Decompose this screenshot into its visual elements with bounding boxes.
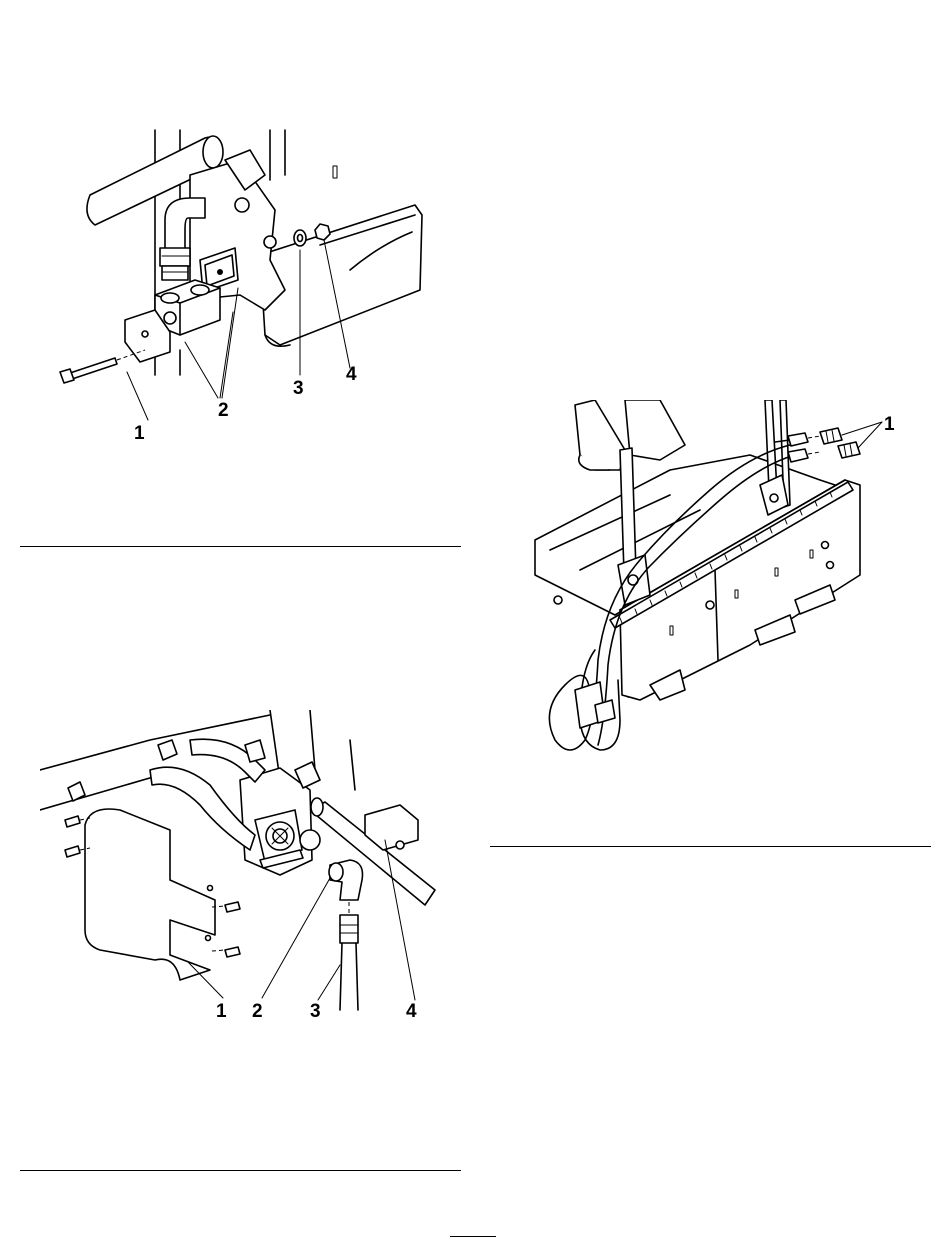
section-divider-right-1: [490, 846, 931, 847]
figure-3-valve-guard: 1 2 3 4: [40, 710, 440, 1045]
figure-1-callout-4: 4: [346, 364, 357, 385]
figure-3-illustration: 1 2 3 4: [40, 710, 440, 1045]
section-divider-left-1: [20, 546, 461, 547]
figure-1-callout-2: 2: [218, 400, 229, 421]
figure-3-callout-3: 3: [310, 1001, 321, 1022]
figure-3-callout-1: 1: [216, 1001, 227, 1022]
figure-1-callout-1: 1: [134, 423, 145, 444]
page-number-underline: [450, 1236, 496, 1237]
section-divider-left-2: [20, 1170, 461, 1171]
figure-1-callout-3: 3: [293, 378, 304, 399]
figure-1-clamp-assembly: 1 2 3 4: [20, 120, 460, 450]
figure-2-callout-1: 1: [884, 414, 895, 435]
figure-2-illustration: 1: [520, 400, 920, 775]
figure-1-illustration: 1 2 3 4: [20, 120, 460, 450]
figure-3-callout-4: 4: [406, 1001, 417, 1022]
figure-3-callout-2: 2: [252, 1001, 263, 1022]
figure-2-hose-routing: 1: [520, 400, 920, 775]
